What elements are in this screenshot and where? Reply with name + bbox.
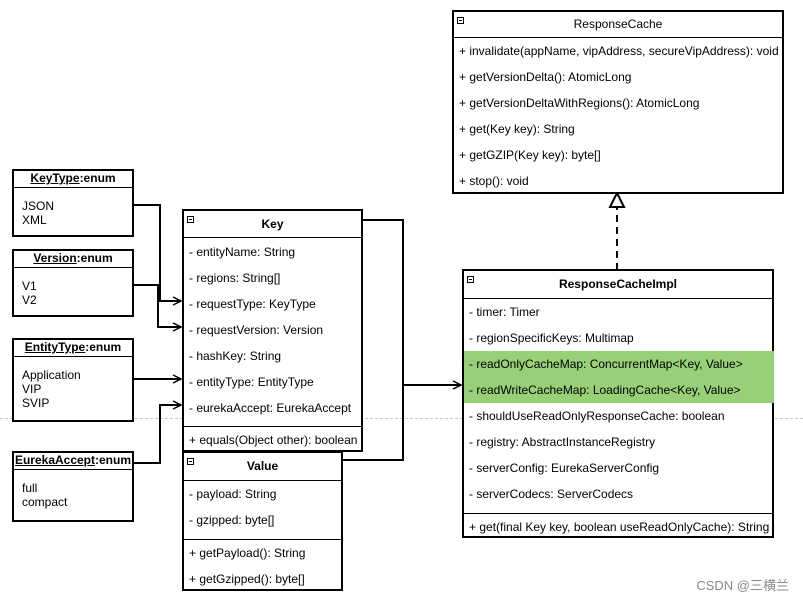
- class-responsecacheimpl: ResponseCacheImpl - timer: Timer - regio…: [462, 269, 774, 538]
- class-field: - requestVersion: Version: [189, 323, 324, 337]
- class-method: + getGZIP(Key key): byte[]: [459, 148, 601, 162]
- class-method: + get(Key key): String: [459, 122, 575, 136]
- watermark: CSDN @三横兰: [696, 578, 789, 593]
- class-field: - timer: Timer: [469, 305, 540, 319]
- collapse-toggle-icon[interactable]: [467, 276, 474, 283]
- key-to-responsecacheimpl-connector: [363, 219, 461, 385]
- enum-eurekaaccept-suffix: :enum: [95, 453, 132, 467]
- class-responsecache-title: ResponseCache: [573, 17, 663, 31]
- enum-version: Version:enum V1 V2: [12, 249, 134, 317]
- class-field: - gzipped: byte[]: [189, 513, 275, 527]
- class-method: + getVersionDeltaWithRegions(): AtomicLo…: [459, 96, 700, 110]
- class-value: Value - payload: String - gzipped: byte[…: [182, 451, 343, 591]
- class-method: + equals(Object other): boolean: [189, 433, 358, 447]
- class-field: - entityName: String: [189, 245, 296, 259]
- class-key-title: Key: [261, 217, 284, 231]
- version-to-requestversion-connector: [134, 284, 181, 327]
- enum-keytype-suffix: :enum: [79, 171, 116, 185]
- class-field: - shouldUseReadOnlyResponseCache: boolea…: [469, 409, 725, 423]
- class-field: - eurekaAccept: EurekaAccept: [189, 401, 352, 415]
- enum-eurekaaccept-name: EurekaAccept: [14, 453, 96, 467]
- section-divider: [184, 539, 341, 540]
- enum-version-suffix: :enum: [76, 251, 113, 265]
- class-field: - regions: String[]: [189, 271, 281, 285]
- class-key: Key - entityName: String - regions: Stri…: [182, 209, 363, 452]
- class-field: - regionSpecificKeys: Multimap: [469, 331, 634, 345]
- collapse-toggle-icon[interactable]: [187, 458, 194, 465]
- class-field: - hashKey: String: [189, 349, 282, 363]
- enum-value: V2: [22, 293, 37, 307]
- value-to-responsecacheimpl-connector: [343, 385, 404, 461]
- section-divider: [464, 513, 772, 514]
- eurekaaccept-to-eurekaaccept-field-connector: [134, 405, 181, 464]
- enum-entitytype-suffix: :enum: [85, 340, 122, 354]
- class-method: + getGzipped(): byte[]: [189, 572, 305, 586]
- enum-value: JSON: [22, 199, 55, 213]
- class-field: - registry: AbstractInstanceRegistry: [469, 435, 656, 449]
- enum-version-name: Version: [33, 251, 77, 265]
- enum-value: compact: [22, 495, 68, 509]
- enum-keytype: KeyType:enum JSON XML: [12, 169, 134, 237]
- class-method: + getPayload(): String: [189, 546, 306, 560]
- class-field-highlighted: - readWriteCacheMap: LoadingCache<Key, V…: [464, 377, 774, 403]
- class-method: + getVersionDelta(): AtomicLong: [459, 70, 632, 84]
- collapse-toggle-icon[interactable]: [457, 17, 464, 24]
- enum-entitytype: EntityType:enum Application VIP SVIP: [12, 338, 134, 422]
- enum-keytype-name: KeyType: [30, 171, 80, 185]
- enum-value: SVIP: [22, 396, 50, 410]
- page-break-guide: [0, 418, 803, 419]
- enum-value: VIP: [22, 382, 42, 396]
- section-divider: [184, 426, 361, 427]
- class-field: - serverCodecs: ServerCodecs: [469, 487, 634, 501]
- class-responsecache: ResponseCache + invalidate(appName, vipA…: [452, 10, 784, 194]
- class-method: + invalidate(appName, vipAddress, secure…: [459, 44, 779, 58]
- enum-value: V1: [22, 279, 37, 293]
- class-method: + stop(): void: [459, 174, 529, 188]
- class-field: - payload: String: [189, 487, 277, 501]
- class-responsecacheimpl-title: ResponseCacheImpl: [558, 277, 678, 291]
- enum-eurekaaccept: EurekaAccept:enum full compact: [12, 451, 134, 522]
- class-field: - serverConfig: EurekaServerConfig: [469, 461, 660, 475]
- enum-value: XML: [22, 213, 47, 227]
- class-field: - entityType: EntityType: [189, 375, 314, 389]
- class-value-title: Value: [246, 459, 279, 473]
- realization-arrowhead: [608, 190, 626, 208]
- enum-value: Application: [22, 368, 81, 382]
- enum-value: full: [22, 481, 38, 495]
- class-field-highlighted: - readOnlyCacheMap: ConcurrentMap<Key, V…: [464, 351, 774, 377]
- collapse-toggle-icon[interactable]: [187, 216, 194, 223]
- class-method: + get(final Key key, boolean useReadOnly…: [469, 520, 770, 534]
- enum-entitytype-name: EntityType: [24, 340, 86, 354]
- keytype-to-requesttype-connector: [134, 204, 181, 301]
- class-field: - requestType: KeyType: [189, 297, 316, 311]
